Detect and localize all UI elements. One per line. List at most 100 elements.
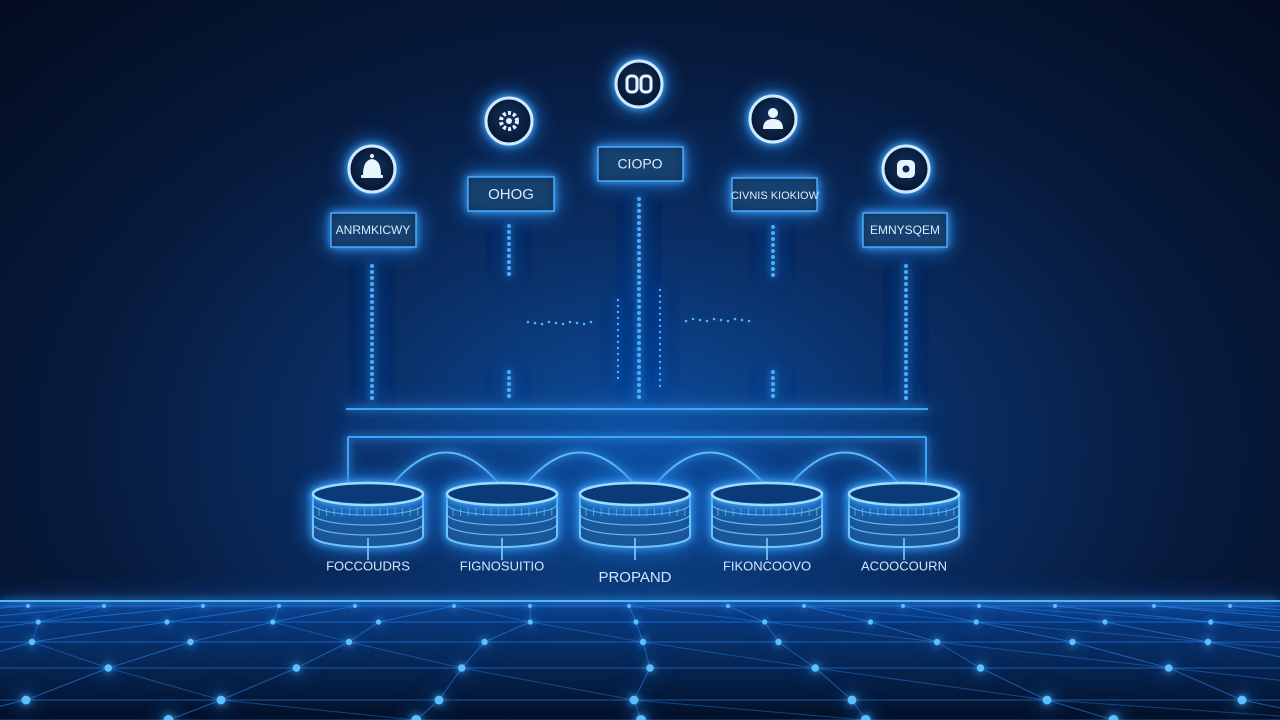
connector-dot <box>637 281 641 285</box>
connector-dot <box>568 320 572 324</box>
connector-dot <box>740 318 744 322</box>
grid-line <box>0 605 105 617</box>
connector-dot <box>904 312 908 316</box>
grid-line <box>1241 699 1280 709</box>
connector-dot <box>616 340 620 344</box>
grid-line <box>25 667 109 701</box>
connector-dot <box>561 322 565 326</box>
connector-dot <box>637 275 641 279</box>
grid-line <box>168 699 222 720</box>
grid-node <box>762 619 768 625</box>
grid-line <box>1046 699 1280 717</box>
connector-dot <box>691 317 695 321</box>
connector-dot <box>616 328 620 332</box>
connector-dot <box>540 322 544 326</box>
database-ring <box>848 523 960 536</box>
connector-dot <box>904 318 908 322</box>
connector-dot <box>904 276 908 280</box>
connector-dot <box>637 329 641 333</box>
grid-node <box>216 695 226 705</box>
grid-node <box>977 604 981 608</box>
connector-dot <box>637 311 641 315</box>
grid-line <box>1210 621 1280 632</box>
connector-dot <box>370 294 374 298</box>
database-top <box>710 481 824 507</box>
connector-dot <box>658 318 662 322</box>
connector-dot <box>637 299 641 303</box>
database-3: PROPAND <box>578 481 692 586</box>
connector-dot <box>637 221 641 225</box>
connector-dot <box>904 384 908 388</box>
database-ring <box>312 513 424 526</box>
connector-dot <box>637 203 641 207</box>
connector-dot <box>771 370 775 374</box>
connector-dot <box>904 378 908 382</box>
grid-line <box>1054 605 1211 623</box>
connector-dot <box>370 384 374 388</box>
grid-line <box>1210 621 1280 628</box>
grid-line <box>1153 605 1280 614</box>
connector-dot <box>370 330 374 334</box>
node-3: CIOPO <box>597 59 684 182</box>
connector-dot <box>616 316 620 320</box>
connector-dot <box>370 300 374 304</box>
connector-dot <box>575 321 579 325</box>
grid-node <box>1208 619 1214 625</box>
connector-dot <box>507 248 511 252</box>
grid-line <box>530 621 644 643</box>
connector-dot <box>370 366 374 370</box>
bell-icon <box>361 154 383 178</box>
connector-dot <box>771 382 775 386</box>
connector-dot <box>637 323 641 327</box>
connector-dot <box>904 300 908 304</box>
connector-dot <box>616 322 620 326</box>
grid-line <box>642 641 816 669</box>
connector-dot <box>637 317 641 321</box>
connector-dot <box>507 242 511 246</box>
connector-dot <box>637 287 641 291</box>
grid-line <box>38 605 105 623</box>
connector-dot <box>658 378 662 382</box>
grid-line <box>108 667 222 701</box>
connector-dot <box>616 334 620 338</box>
connector-dot <box>370 318 374 322</box>
connector-dot <box>370 372 374 376</box>
connector-dot <box>712 317 716 321</box>
connector-dot <box>637 395 641 399</box>
connector-dot <box>658 354 662 358</box>
grid-line <box>633 667 651 701</box>
node-1-label-box <box>330 212 417 248</box>
grid-node <box>973 619 979 625</box>
node-4-label-box <box>731 177 818 212</box>
grid-line <box>0 621 39 628</box>
connector-dot <box>771 388 775 392</box>
connector-dot <box>507 266 511 270</box>
grid-node <box>35 619 41 625</box>
connector-dots <box>370 197 908 400</box>
grid-line <box>976 621 1209 643</box>
connector-dot <box>637 257 641 261</box>
connector-dot <box>637 239 641 243</box>
grid-line <box>976 621 1073 643</box>
connector-dot <box>616 310 620 314</box>
grid-node <box>1108 715 1119 720</box>
connector-dot <box>904 372 908 376</box>
connector-dot <box>904 264 908 268</box>
grid-node <box>164 619 170 625</box>
grid-line <box>453 605 531 623</box>
grid-node <box>775 638 782 646</box>
connector-dot <box>684 319 688 323</box>
node-2-label: OHOG <box>488 186 534 203</box>
grid-line <box>272 605 356 623</box>
settings-icon <box>897 160 915 178</box>
grid-line <box>642 641 651 669</box>
grid-node <box>527 619 533 625</box>
gear-icon <box>499 111 519 131</box>
database-4: FIKONCOOVO <box>710 481 824 573</box>
connector-dot <box>637 245 641 249</box>
grid-line <box>764 621 779 643</box>
connector-dot <box>705 319 709 323</box>
connector-dot <box>637 347 641 351</box>
grid-line <box>936 641 981 669</box>
connector-dot <box>637 269 641 273</box>
